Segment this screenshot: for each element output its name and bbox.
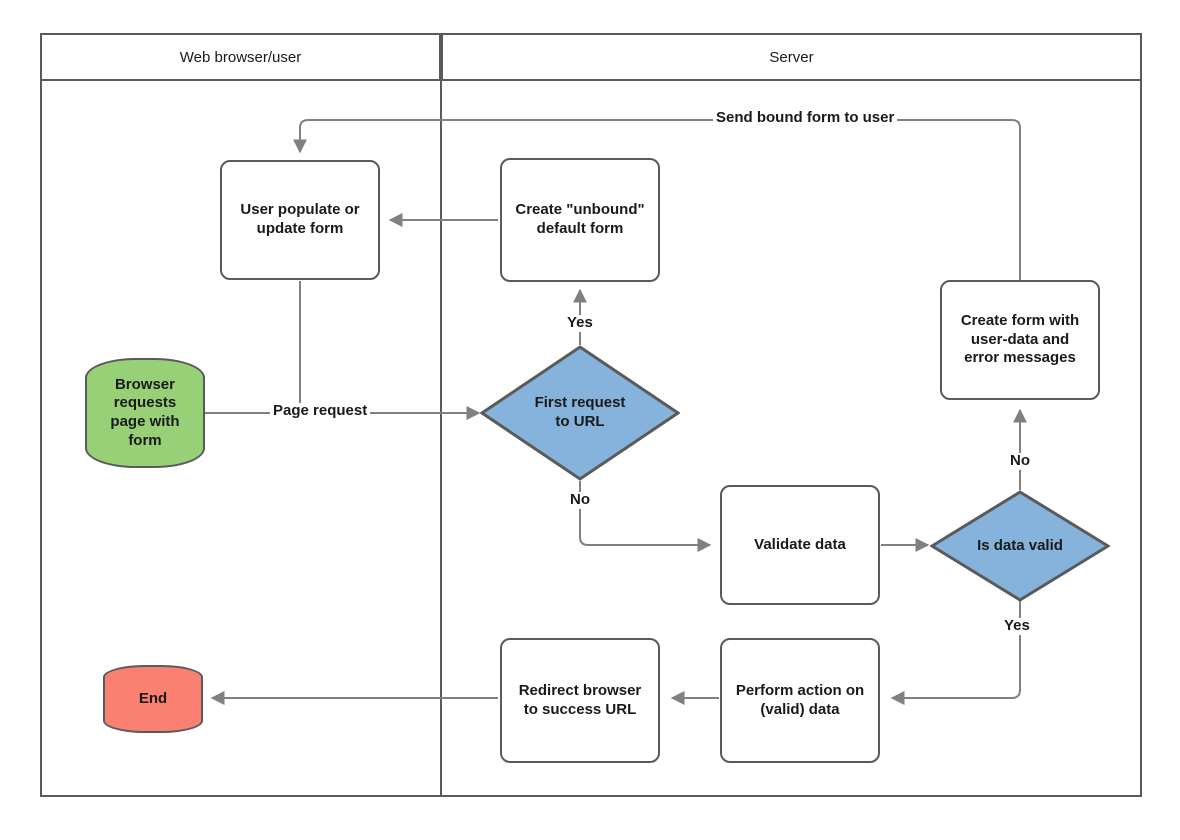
node-first-request-to-url-label: First request to URL: [534, 394, 626, 430]
node-create-unbound[interactable]: Create "unbound" default form: [500, 158, 660, 282]
diamond-shape-first-request: [480, 345, 680, 481]
edge-label-page-request: Page request: [270, 402, 371, 420]
lane-header-web-browser: Web browser/user: [40, 33, 441, 81]
edge-label-send-bound-form: Send bound form to user: [713, 109, 898, 127]
edge-label-is-data-valid-yes: Yes: [1001, 617, 1033, 635]
edge-label-first-request-yes: Yes: [564, 314, 596, 332]
node-is-data-valid[interactable]: Is data valid: [930, 490, 1110, 602]
edge-label-is-data-valid-no: No: [1007, 452, 1033, 470]
node-perform-action[interactable]: Perform action on (valid) data: [720, 638, 880, 763]
lane-header-server: Server: [441, 33, 1142, 81]
edge-label-first-request-no: No: [567, 491, 593, 509]
node-create-form-errors-label: Create form with user-data and error mes…: [960, 311, 1080, 367]
node-is-data-valid-label: Is data valid: [977, 536, 1063, 554]
diamond-shape-is-data-valid: [930, 490, 1110, 602]
lane-header-web-browser-label: Web browser/user: [179, 48, 302, 66]
lane-divider: [440, 81, 442, 797]
node-validate-data[interactable]: Validate data: [720, 485, 880, 605]
node-first-request-to-url[interactable]: First request to URL: [480, 345, 680, 481]
edge-label-first-request-no-text: No: [570, 491, 590, 508]
node-validate-data-label: Validate data: [754, 535, 846, 553]
lane-header-server-label: Server: [769, 48, 814, 66]
node-redirect-browser-label: Redirect browser to success URL: [518, 681, 642, 718]
node-browser-requests[interactable]: Browser requests page with form: [85, 358, 205, 468]
node-perform-action-label: Perform action on (valid) data: [735, 681, 865, 718]
node-end[interactable]: End: [103, 665, 203, 733]
edge-label-is-data-valid-yes-text: Yes: [1004, 617, 1030, 634]
node-create-form-errors[interactable]: Create form with user-data and error mes…: [940, 280, 1100, 400]
node-user-populate-label: User populate or update form: [240, 201, 360, 237]
node-end-label: End: [138, 689, 168, 707]
node-user-populate[interactable]: User populate or update form: [220, 160, 380, 280]
edge-label-is-data-valid-no-text: No: [1010, 452, 1030, 469]
edge-label-send-bound-form-text: Send bound form to user: [716, 109, 895, 126]
edge-label-first-request-yes-text: Yes: [567, 314, 593, 331]
node-redirect-browser[interactable]: Redirect browser to success URL: [500, 638, 660, 763]
edge-label-page-request-text: Page request: [273, 402, 368, 419]
node-browser-requests-label: Browser requests page with form: [110, 375, 180, 449]
node-create-unbound-label: Create "unbound" default form: [515, 201, 645, 237]
